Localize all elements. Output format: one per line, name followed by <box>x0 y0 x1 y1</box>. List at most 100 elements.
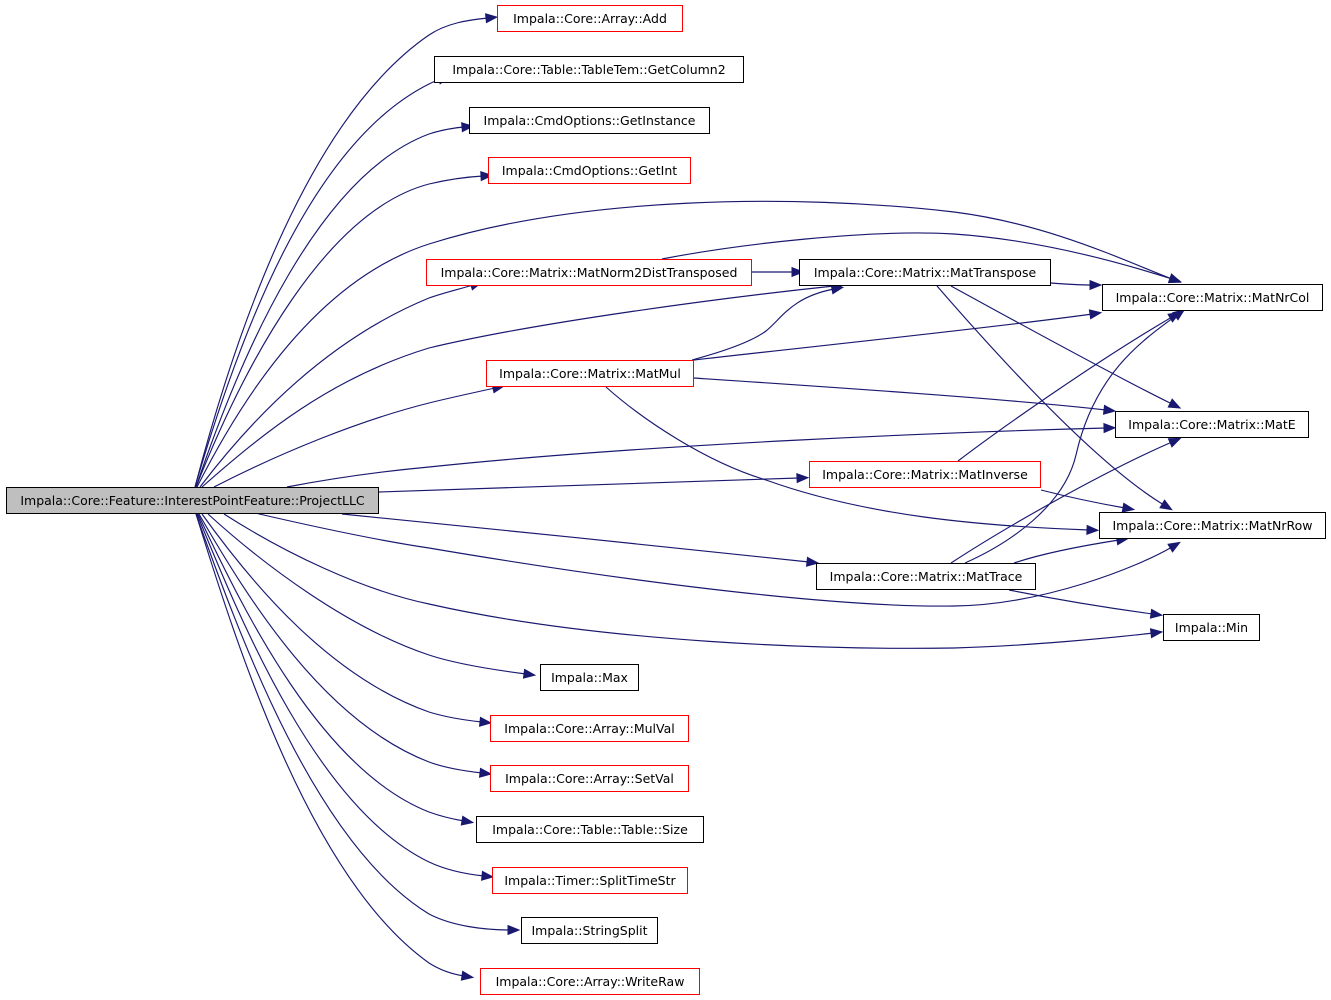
edge-line <box>950 285 1173 405</box>
edge-line <box>1008 589 1154 615</box>
edge-line <box>196 200 1173 488</box>
arrowhead <box>1149 608 1164 619</box>
edge-line <box>195 126 465 488</box>
edge-project_llc-to-array_setval <box>198 513 493 778</box>
node-mattranspose[interactable]: Impala::Core::Matrix::MatTranspose <box>799 259 1051 286</box>
node-array-setval[interactable]: Impala::Core::Array::SetVal <box>490 765 689 792</box>
arrowhead <box>805 556 820 567</box>
edge-line <box>964 314 1178 564</box>
edge-line <box>1050 282 1093 286</box>
edge-mattranspose-to-mate <box>950 285 1182 409</box>
edge-mattrace-to-matnrcol <box>964 308 1186 564</box>
edge-mattranspose-to-matnrrow <box>936 285 1173 511</box>
edge-line <box>207 513 527 675</box>
edge-line <box>286 427 1107 488</box>
arrowhead <box>1089 279 1103 291</box>
edge-matmul-to-mate <box>693 377 1117 415</box>
edge-line <box>223 513 1154 649</box>
edge-line <box>197 513 465 822</box>
edge-project_llc-to-mate <box>286 422 1117 488</box>
edge-line <box>201 285 835 488</box>
edge-project_llc-to-timer_splittimestr <box>196 513 495 881</box>
edge-matnorm2disttransposed-to-mattranspose <box>752 266 805 278</box>
arrowhead <box>1167 541 1181 553</box>
arrowhead <box>478 716 493 727</box>
edge-line <box>213 387 496 488</box>
arrowhead <box>1149 628 1164 639</box>
edge-mattrace-to-mate <box>950 437 1182 564</box>
edge-line <box>341 513 810 563</box>
edge-line <box>195 513 511 931</box>
edge-project_llc-to-matinverse <box>378 472 810 493</box>
edge-project_llc-to-cmdoptions_getint <box>195 171 494 488</box>
node-matinverse[interactable]: Impala::Core::Matrix::MatInverse <box>809 461 1041 488</box>
node-array-add[interactable]: Impala::Core::Array::Add <box>497 5 683 32</box>
node-array-mulval[interactable]: Impala::Core::Array::MulVal <box>490 715 689 742</box>
arrowhead <box>1171 308 1186 321</box>
node-min[interactable]: Impala::Min <box>1163 614 1260 641</box>
edge-line <box>199 284 474 488</box>
edge-line <box>196 513 485 877</box>
node-tabletem-getcolumn2[interactable]: Impala::Core::Table::TableTem::GetColumn… <box>434 56 744 83</box>
edge-matmul-to-mattranspose <box>691 284 845 361</box>
arrowhead <box>480 171 494 182</box>
edge-project_llc-to-cmdoptions_getinstance <box>195 122 475 488</box>
edge-line <box>201 513 483 723</box>
edge-project_llc-to-max <box>207 513 537 679</box>
edge-matmul-to-matnrrow <box>605 386 1100 536</box>
arrowhead <box>522 668 537 679</box>
node-table-size[interactable]: Impala::Core::Table::Table::Size <box>476 816 704 843</box>
node-matnrrow[interactable]: Impala::Core::Matrix::MatNrRow <box>1099 512 1326 539</box>
node-cmdoptions-getint[interactable]: Impala::CmdOptions::GetInt <box>488 157 691 184</box>
edge-project_llc-to-matmul <box>213 383 506 488</box>
arrowhead <box>461 122 475 133</box>
arrowhead <box>460 815 475 826</box>
edge-line <box>661 232 1173 280</box>
node-cmdoptions-getinstance[interactable]: Impala::CmdOptions::GetInstance <box>469 107 710 134</box>
node-timer-splittimestr[interactable]: Impala::Timer::SplitTimeStr <box>492 867 688 894</box>
edge-project_llc-to-stringsplit <box>195 513 521 936</box>
edge-line <box>194 17 489 488</box>
edge-project_llc-to-tabletem_getcolumn2 <box>194 74 452 488</box>
arrowhead <box>796 472 810 484</box>
edge-line <box>950 441 1173 564</box>
edge-project_llc-to-min <box>223 513 1164 649</box>
node-mattrace[interactable]: Impala::Core::Matrix::MatTrace <box>816 563 1036 590</box>
edge-project_llc-to-mattrace <box>341 513 820 567</box>
node-matnrcol[interactable]: Impala::Core::Matrix::MatNrCol <box>1102 284 1323 311</box>
arrowhead <box>1159 499 1173 511</box>
edge-line <box>1040 489 1126 509</box>
edge-project_llc-to-table_size <box>197 513 475 826</box>
edge-line <box>693 377 1107 411</box>
edge-matinverse-to-matnrrow <box>1040 489 1136 513</box>
node-max[interactable]: Impala::Max <box>540 664 639 691</box>
node-project-llc[interactable]: Impala::Core::Feature::InterestPointFeat… <box>6 487 379 514</box>
arrowhead <box>791 266 805 278</box>
edge-line <box>1013 539 1120 564</box>
edge-line <box>195 513 465 977</box>
edge-line <box>378 477 800 493</box>
edge-line <box>957 316 1173 462</box>
edge-line <box>194 78 442 488</box>
edge-mattrace-to-min <box>1008 589 1164 619</box>
arrowhead <box>485 13 499 24</box>
arrowhead <box>1103 422 1117 434</box>
edge-matinverse-to-matnrcol <box>957 311 1181 462</box>
node-matnorm2disttransposed[interactable]: Impala::Core::Matrix::MatNorm2DistTransp… <box>426 259 752 286</box>
node-matmul[interactable]: Impala::Core::Matrix::MatMul <box>486 360 694 387</box>
node-array-writeraw[interactable]: Impala::Core::Array::WriteRaw <box>480 968 700 995</box>
arrowhead <box>1167 398 1182 409</box>
arrowhead <box>507 924 521 936</box>
arrowhead <box>830 284 845 295</box>
node-stringsplit[interactable]: Impala::StringSplit <box>521 917 658 944</box>
arrowhead <box>1121 502 1136 513</box>
arrowhead <box>1088 309 1103 320</box>
edge-line <box>936 285 1165 506</box>
node-mate[interactable]: Impala::Core::Matrix::MatE <box>1115 411 1309 438</box>
edge-line <box>693 313 1093 361</box>
edge-matnorm2disttransposed-to-matnrcol <box>661 232 1182 284</box>
edge-line <box>605 386 1090 531</box>
edge-line <box>254 512 1173 607</box>
arrowhead <box>1167 437 1182 448</box>
